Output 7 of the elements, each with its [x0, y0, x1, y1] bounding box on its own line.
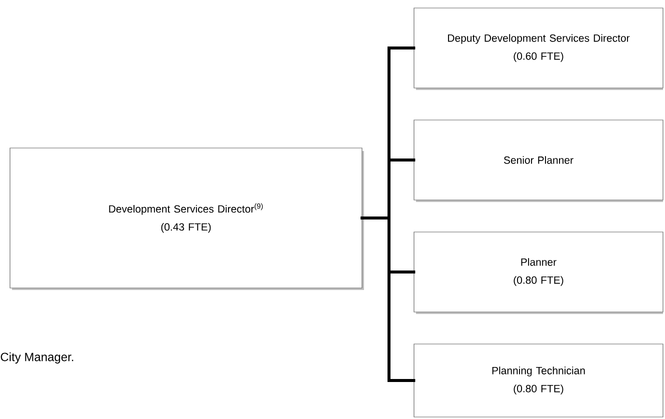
position-box: Development Services Director$^{(9)}$ (0.43 FTE)	[10, 148, 364, 290]
position-box: Planner (0.80 FTE)	[414, 232, 664, 314]
position-box: Senior Planner	[414, 120, 664, 202]
position-box: Planning Technician (0.80 FTE)	[414, 344, 664, 418]
note-text: City Manager.	[0, 352, 74, 364]
position-box: Deputy Development Services Director (0.60 FTE)	[414, 8, 664, 90]
connector-line	[360, 216, 416, 382]
